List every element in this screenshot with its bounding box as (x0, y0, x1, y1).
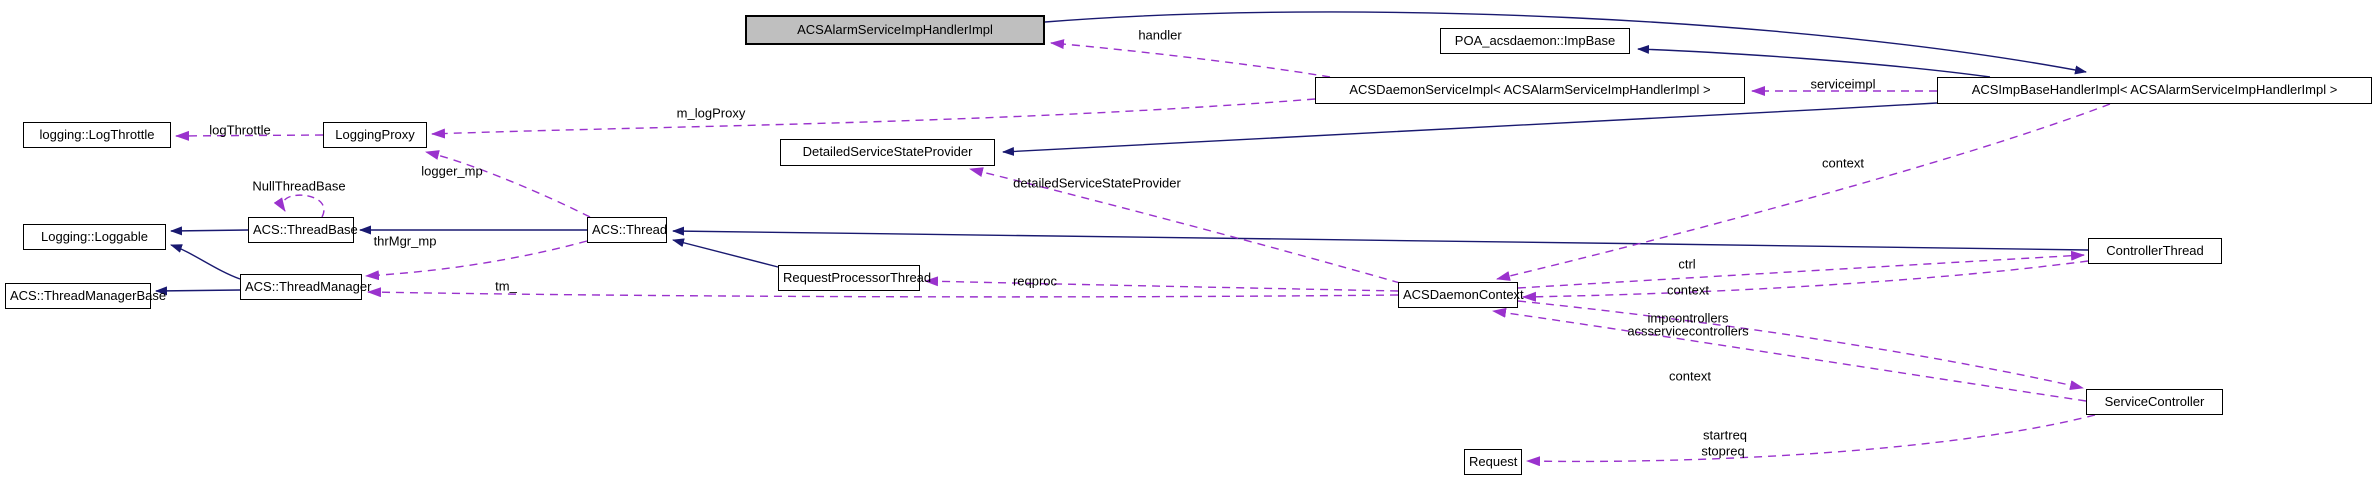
edge-label-logthrottle: logThrottle (209, 122, 271, 138)
edge-usage-startreq-stopreq (1526, 414, 2096, 467)
edge-label-context-impbase: context (1822, 155, 1864, 171)
edge-inherit-reqprocthread-thread (672, 238, 779, 268)
edge-label-acsservicecontrollers: acsservicecontrollers (1627, 323, 1749, 339)
node-requestprocessorthread[interactable]: RequestProcessorThread (778, 265, 931, 291)
edge-usage-context-impbase (1496, 103, 2111, 281)
edge-usage-logthrottle (175, 130, 324, 141)
node-request[interactable]: Request (1464, 449, 1522, 475)
node-acsdaemonserviceimpl[interactable]: ACSDaemonServiceImpl< ACSAlarmServiceImp… (1315, 77, 1745, 104)
node-loggingproxy[interactable]: LoggingProxy (323, 122, 427, 148)
node-servicecontroller[interactable]: ServiceController (2086, 389, 2223, 415)
edge-label-context-controller: context (1667, 282, 1709, 298)
edge-usage-loggermp (425, 150, 591, 218)
edge-label-nullthreadbase: NullThreadBase (252, 178, 346, 194)
edge-usage-context-service (1492, 307, 2087, 402)
node-logging-logthrottle[interactable]: logging::LogThrottle (23, 122, 171, 148)
edge-usage-detailedssp (969, 167, 1401, 284)
edge-inherit-impbasehandler-detailedssp (1002, 102, 1938, 156)
node-acs-threadbase[interactable]: ACS::ThreadBase (248, 217, 358, 243)
edge-label-m-logproxy: m_logProxy (676, 105, 746, 121)
edge-label-handler: handler (1138, 27, 1182, 43)
node-poa-acsdaemon-impbase[interactable]: POA_acsdaemon::ImpBase (1440, 28, 1630, 54)
node-acsdaemoncontext[interactable]: ACSDaemonContext (1398, 282, 1524, 308)
edge-label-startreq: startreq (1702, 427, 1748, 443)
edge-label-logger-mp: logger_mp (421, 163, 483, 179)
node-acs-threadmanager[interactable]: ACS::ThreadManager (240, 274, 371, 300)
edge-inherit-alarm-impbasehandler (1044, 11, 2087, 75)
node-acs-thread[interactable]: ACS::Thread (587, 217, 667, 243)
edge-inherit-threadmgr-loggable (170, 244, 241, 280)
edge-label-thrmgr-mp: thrMgr_mp (373, 233, 437, 249)
edge-inherit-threadbase-loggable (170, 226, 249, 236)
node-acsalarmserviceimphandlerimpl[interactable]: ACSAlarmServiceImpHandlerImpl (745, 15, 1045, 45)
edge-usage-reqproc (924, 276, 1399, 292)
edge-usage-impcontrollers (1517, 300, 2084, 391)
edge-label-reqproc: reqproc (1012, 273, 1058, 289)
edge-inherit-threadmgr-threadmgrbase (155, 286, 241, 296)
edge-label-stopreq: stopreq (1701, 443, 1745, 459)
node-detailedservicestateprovider[interactable]: DetailedServiceStateProvider (780, 139, 995, 166)
edge-label-tm: tm_ (495, 278, 517, 294)
edge-usage-nullthreadbase-selfloop (273, 194, 325, 218)
edge-usage-thrmgrmp (365, 240, 588, 281)
edge-usage-ctrl (1517, 250, 2085, 289)
edge-label-ctrl: ctrl (1678, 256, 1696, 272)
edge-usage-handler (1050, 39, 1331, 78)
edge-label-detailedservicestateprovider: detailedServiceStateProvider (1013, 175, 1181, 191)
edge-usage-context-controller (1522, 260, 2089, 302)
edge-inherit-impbasehandler-poa (1637, 44, 1991, 78)
node-logging-loggable[interactable]: Logging::Loggable (23, 224, 166, 250)
edge-label-context-service: context (1669, 368, 1711, 384)
edge-label-impcontrollers: impcontrollers (1647, 310, 1729, 326)
edge-usage-tm (367, 287, 1399, 298)
node-controllerthread[interactable]: ControllerThread (2088, 238, 2222, 264)
node-acsimpbasehandlerimpl[interactable]: ACSImpBaseHandlerImpl< ACSAlarmServiceIm… (1937, 77, 2372, 104)
edge-label-serviceimpl: serviceimpl (1810, 76, 1876, 92)
edge-inherit-controllerthread-thread (672, 226, 2089, 251)
node-acs-threadmanagerbase[interactable]: ACS::ThreadManagerBase (5, 283, 166, 309)
edge-usage-mlogproxy (431, 98, 1316, 139)
